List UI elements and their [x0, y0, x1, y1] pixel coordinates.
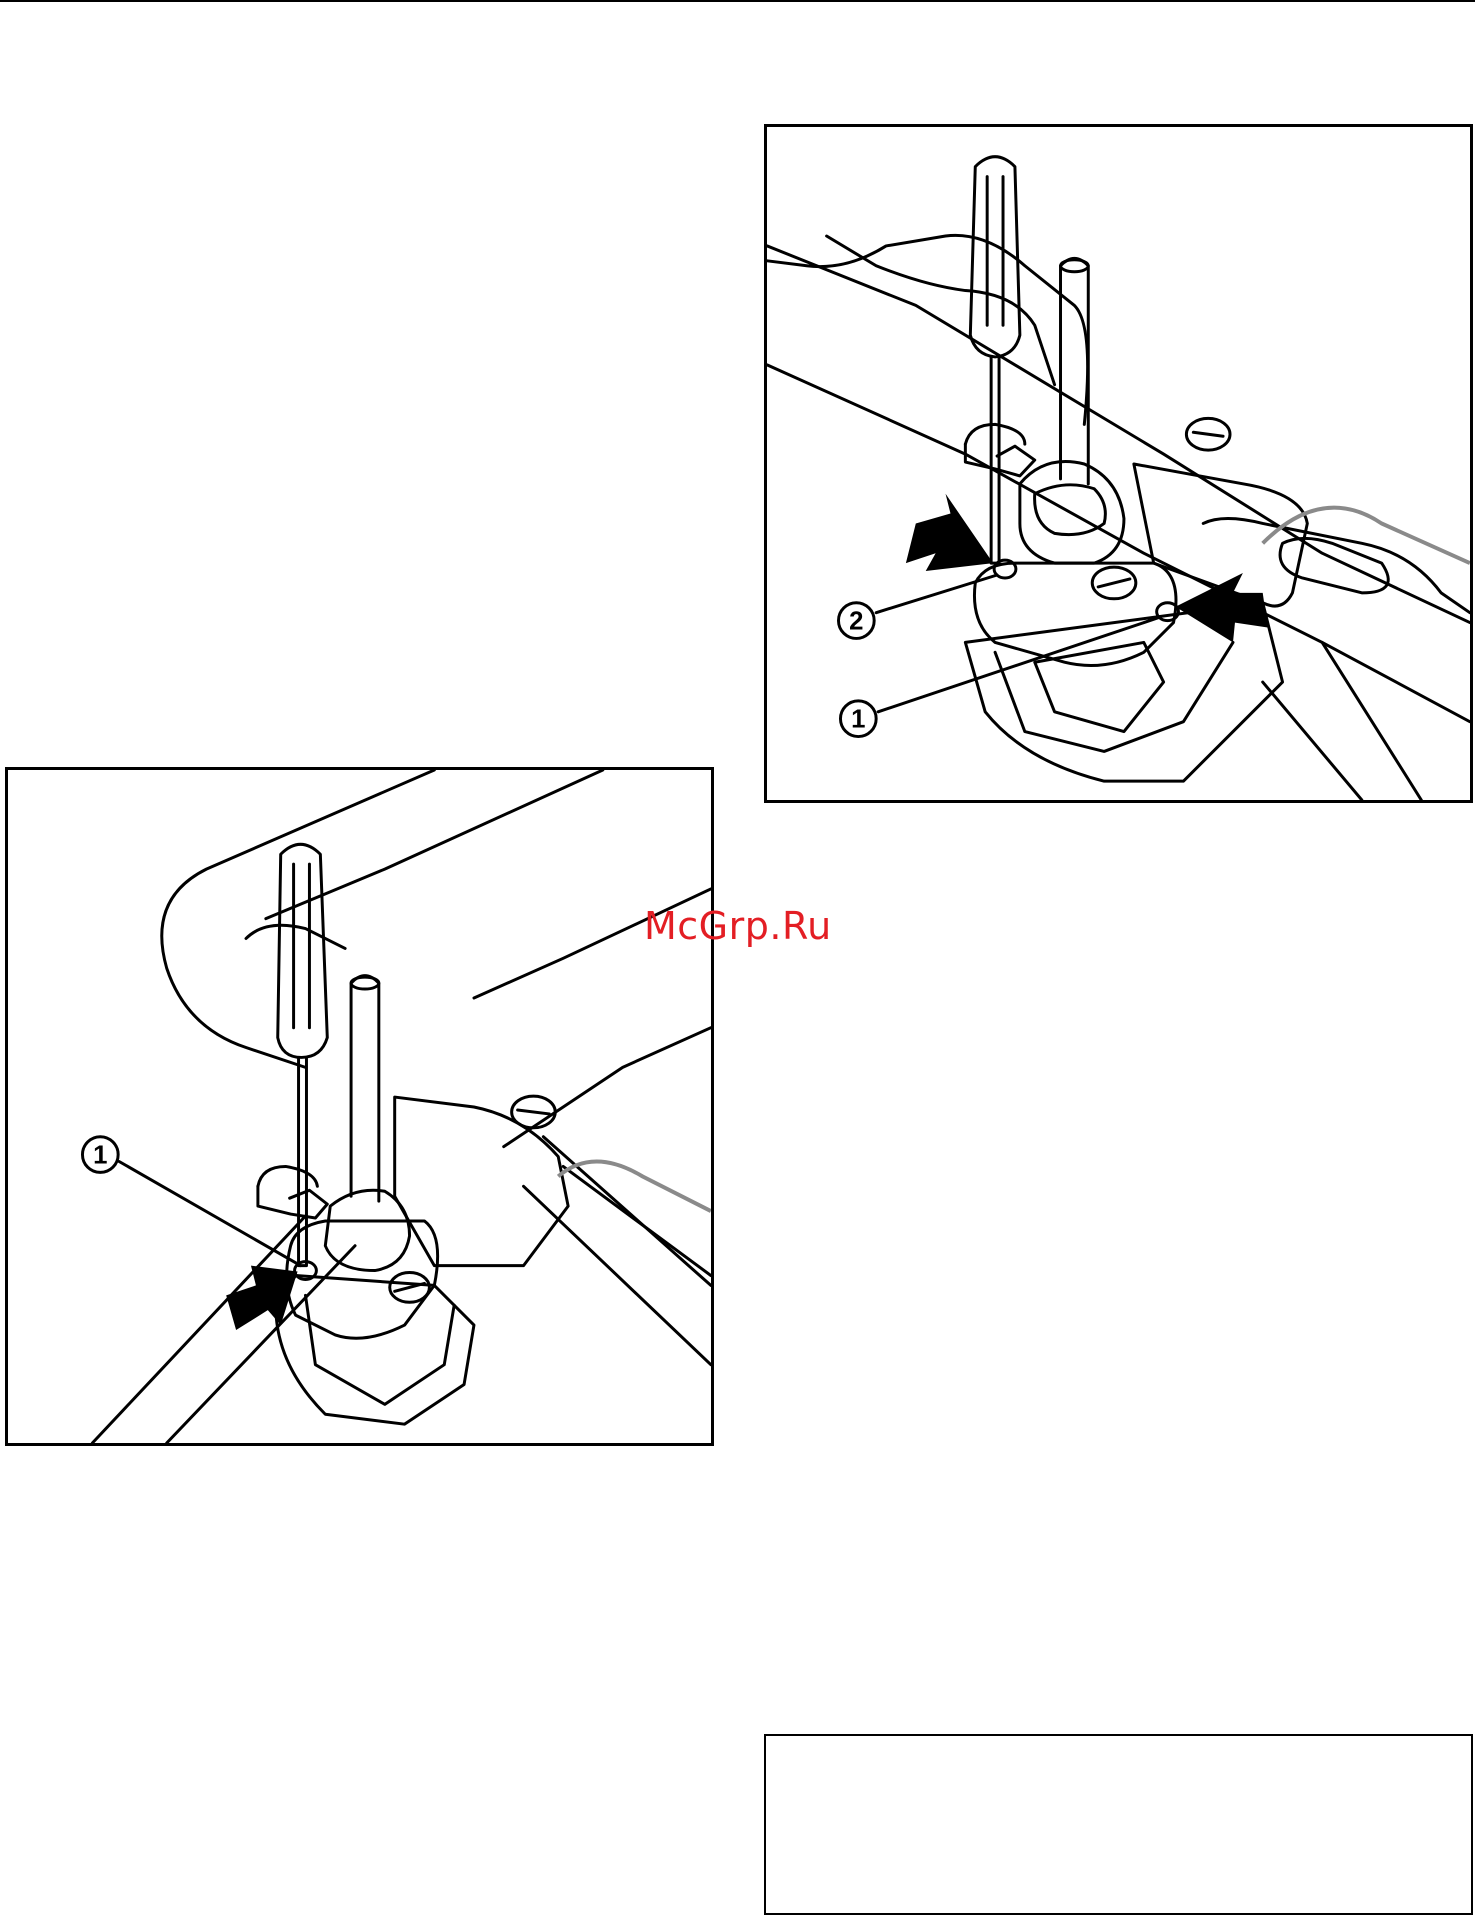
lever-rod [351, 976, 379, 1201]
rotate-arrow-icon [258, 1166, 317, 1186]
frame-rail-top [162, 770, 435, 1067]
callout-label-2: 2 [849, 608, 863, 636]
pointer-arrow-icon [1175, 573, 1267, 642]
callout-label-1: 1 [93, 1141, 107, 1169]
page-top-rule [0, 0, 1475, 2]
figure-right-illustration: 2 1 [764, 124, 1473, 803]
figure-left-illustration: 1 [5, 767, 714, 1446]
rotate-arrow-icon [965, 424, 1024, 444]
lever-rod [1061, 258, 1089, 483]
pointer-arrow-icon [906, 494, 993, 571]
illustration-left-svg: 1 [8, 770, 711, 1443]
screwdriver-icon [278, 844, 328, 1057]
callout-label-1: 1 [851, 706, 865, 734]
pointer-arrow-icon [226, 1266, 297, 1330]
illustration-right-svg: 2 1 [767, 127, 1470, 800]
watermark-text: McGrp.Ru [644, 904, 832, 948]
note-box [764, 1734, 1473, 1915]
